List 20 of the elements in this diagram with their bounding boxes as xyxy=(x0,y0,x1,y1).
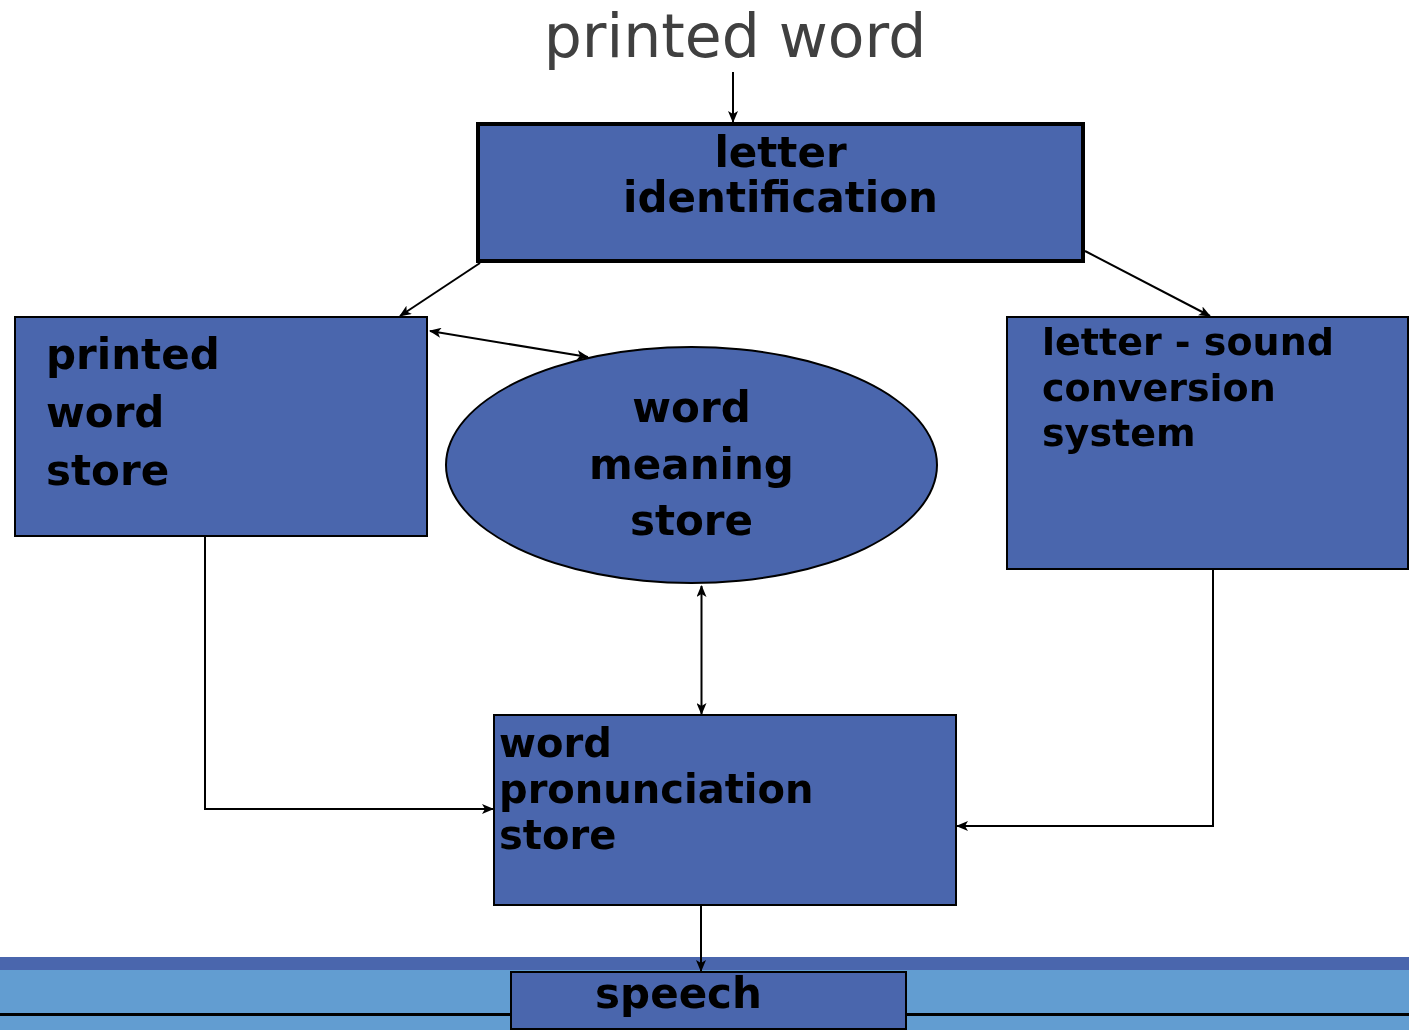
node-label: word meaning store xyxy=(588,381,795,548)
arrow xyxy=(204,536,494,814)
process-box xyxy=(14,316,428,537)
node-label: speech xyxy=(595,973,762,1015)
arrow xyxy=(696,905,706,972)
arrow xyxy=(956,569,1214,831)
arrow xyxy=(728,71,738,123)
process-box xyxy=(493,714,957,906)
arrow xyxy=(1084,250,1211,317)
process-box xyxy=(510,971,907,1030)
process-box xyxy=(476,122,1085,263)
node-label: letter identification xyxy=(622,130,939,221)
arrow xyxy=(696,585,707,715)
arrow xyxy=(399,262,481,317)
arrow xyxy=(429,327,589,361)
node-label: word pronunciation store xyxy=(499,720,815,858)
node-label: printed word store xyxy=(46,329,221,497)
node-label: letter - sound conversion system xyxy=(1042,320,1335,457)
process-box xyxy=(1006,316,1409,570)
input-label: printed word xyxy=(515,0,955,72)
